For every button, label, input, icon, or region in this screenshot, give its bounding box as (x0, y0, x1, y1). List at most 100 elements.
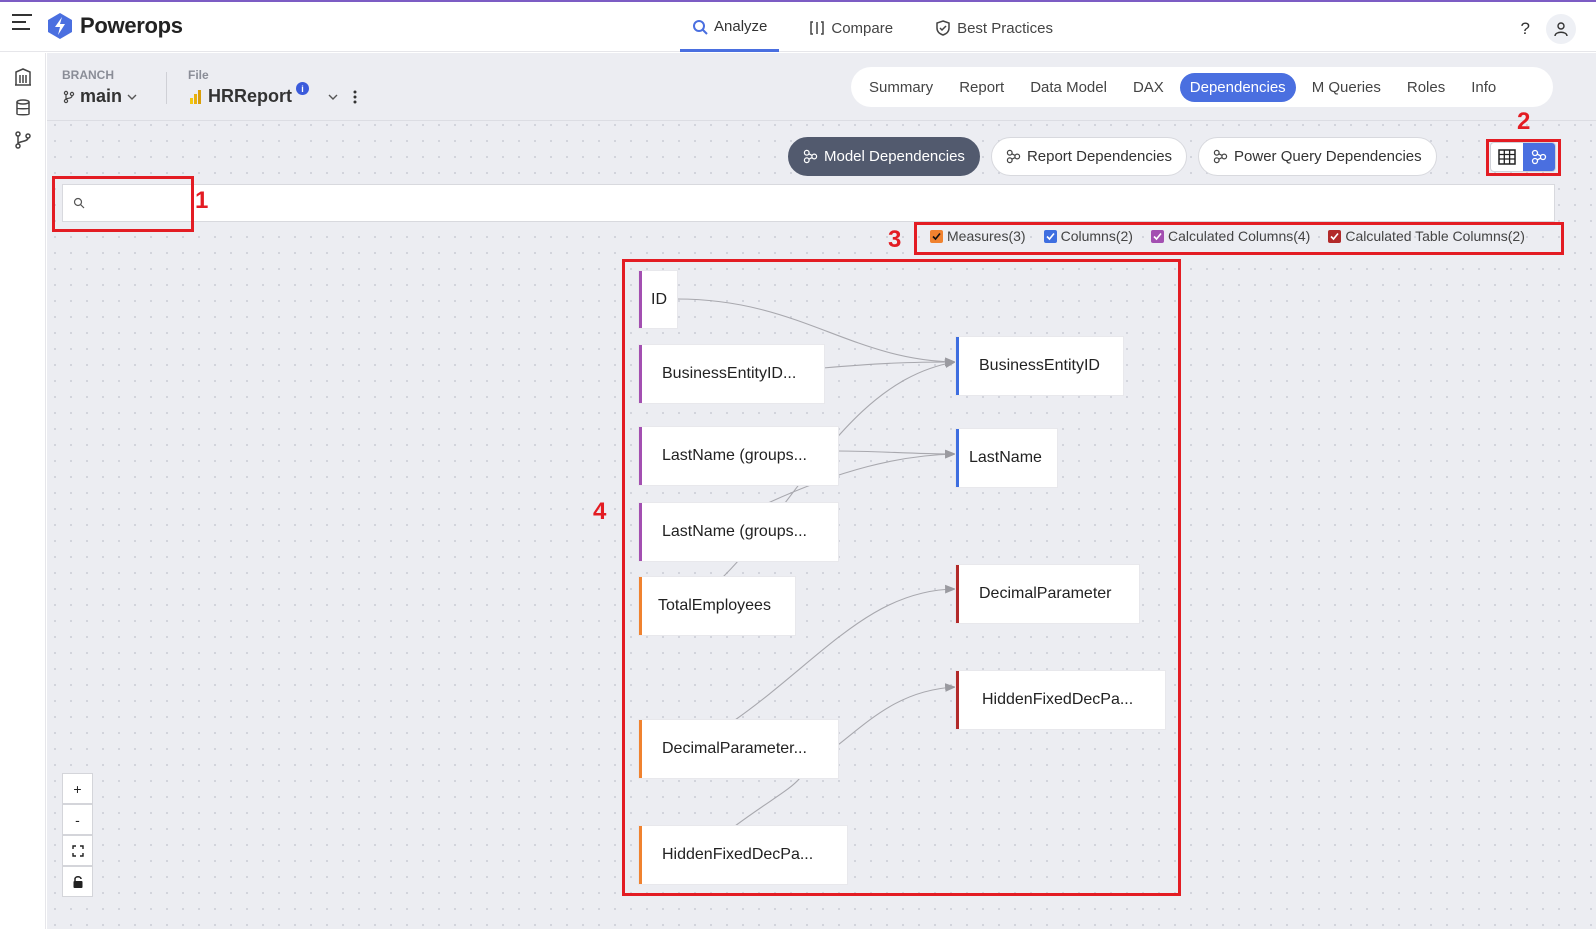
node-businessentityid-source[interactable]: BusinessEntityID... (639, 345, 824, 403)
annotation-number-4: 4 (593, 498, 607, 525)
zoom-out-button[interactable]: - (62, 804, 93, 835)
check-icon (1330, 232, 1339, 240)
filter-calculated-table-columns[interactable]: Calculated Table Columns(2) (1328, 228, 1525, 244)
zoom-in-button[interactable]: + (62, 773, 93, 804)
top-accent-line (0, 0, 1596, 2)
power-query-dependencies-label: Power Query Dependencies (1234, 148, 1422, 165)
app-logo[interactable]: Powerops (46, 12, 183, 40)
menu-icon[interactable] (12, 14, 32, 34)
report-dependencies-label: Report Dependencies (1026, 148, 1173, 165)
tab-analyze[interactable]: Analyze (680, 4, 780, 52)
analysis-subtabs: Summary Report Data Model DAX Dependenci… (851, 67, 1553, 107)
chevron-down-icon (127, 94, 137, 100)
model-dependencies-label: Model Dependencies (824, 148, 965, 165)
user-avatar[interactable] (1546, 14, 1576, 44)
user-icon (1554, 22, 1568, 37)
zoom-controls: + - (62, 773, 93, 897)
database-icon[interactable] (13, 98, 33, 118)
table-view-button[interactable] (1491, 143, 1523, 171)
top-bar: Powerops Analyze Compare Best Practices … (0, 2, 1596, 52)
filter-calculated-columns[interactable]: Calculated Columns(4) (1150, 228, 1310, 244)
powerbi-file-icon (190, 89, 201, 104)
branch-icon[interactable] (13, 130, 33, 150)
node-lastname-groups-2[interactable]: LastName (groups... (639, 503, 838, 561)
branch-selector[interactable]: BRANCH main (62, 68, 138, 107)
info-icon[interactable]: i (296, 82, 309, 95)
subtab-report[interactable]: Report (959, 78, 1005, 96)
node-lastname[interactable]: LastName (956, 429, 1057, 487)
search-icon (73, 197, 85, 209)
help-button[interactable]: ? (1520, 19, 1530, 38)
lightning-logo-icon (48, 13, 72, 39)
annotation-box-view-toggle (1486, 139, 1561, 176)
lock-button[interactable] (62, 866, 93, 897)
branch-value: main (80, 86, 123, 106)
view-mode-toggle (1490, 142, 1556, 172)
node-decimalparameter[interactable]: DecimalParameter (956, 565, 1139, 623)
node-businessentityid[interactable]: BusinessEntityID (956, 337, 1123, 395)
file-label: File (188, 68, 209, 82)
checkbox-calculated-columns[interactable] (1150, 229, 1164, 243)
table-grid-icon (1498, 149, 1516, 165)
checkbox-columns[interactable] (1043, 229, 1057, 243)
top-right-controls: ? (1521, 14, 1576, 44)
check-icon (1153, 232, 1162, 240)
compare-icon (810, 21, 825, 35)
tab-best-practices[interactable]: Best Practices (923, 4, 1065, 52)
node-decimalparameter-source[interactable]: DecimalParameter... (639, 720, 838, 778)
dependency-type-buttons: Model Dependencies Report Dependencies P… (788, 137, 1437, 176)
report-dependencies-button[interactable]: Report Dependencies (990, 137, 1188, 176)
more-vertical-icon[interactable] (349, 89, 361, 105)
git-branch-icon (63, 90, 75, 103)
chevron-down-icon[interactable] (327, 91, 339, 103)
filter-columns[interactable]: Columns(2) (1043, 228, 1133, 244)
app-name: Powerops (80, 13, 183, 38)
left-rail (0, 53, 46, 929)
tab-compare[interactable]: Compare (797, 4, 905, 52)
file-selector[interactable]: File HRReport i (188, 68, 361, 107)
filter-measures[interactable]: Measures(3) (930, 228, 1026, 244)
node-hiddenfixeddecpa[interactable]: HiddenFixedDecPa... (956, 671, 1165, 729)
annotation-number-3: 3 (888, 226, 902, 253)
graph-view-button[interactable] (1523, 143, 1555, 171)
branch-label: BRANCH (62, 68, 114, 82)
tab-compare-label: Compare (831, 19, 894, 37)
graph-nodes-icon (1531, 149, 1547, 165)
subtab-data-model[interactable]: Data Model (1030, 78, 1107, 96)
shield-check-icon (936, 20, 950, 36)
subtab-dax[interactable]: DAX (1132, 78, 1164, 96)
tab-best-practices-label: Best Practices (957, 19, 1053, 37)
filter-measures-label: Measures(3) (947, 228, 1026, 244)
node-id[interactable]: ID (639, 271, 677, 328)
type-filters: Measures(3) Columns(2) Calculated Column… (930, 228, 1525, 244)
model-dependencies-button[interactable]: Model Dependencies (788, 137, 980, 176)
node-totalemployees[interactable]: TotalEmployees (639, 577, 795, 635)
check-icon (932, 232, 941, 240)
annotation-box-graph (622, 259, 1181, 896)
search-box (62, 184, 1555, 222)
search-icon (693, 19, 708, 35)
graph-nodes-icon (1006, 149, 1021, 164)
annotation-number-2: 2 (1517, 108, 1531, 135)
fit-view-button[interactable] (62, 835, 93, 866)
file-value: HRReport (208, 86, 292, 106)
search-input[interactable] (91, 191, 391, 215)
checkbox-measures[interactable] (930, 229, 943, 243)
building-icon[interactable] (13, 67, 33, 87)
lock-icon (73, 875, 82, 888)
header-divider (166, 72, 167, 104)
checkbox-calculated-table-columns[interactable] (1328, 229, 1342, 243)
subtab-info[interactable]: Info (1471, 78, 1497, 96)
annotation-number-1: 1 (195, 187, 209, 214)
fullscreen-icon (71, 844, 84, 857)
subtab-m-queries[interactable]: M Queries (1311, 78, 1381, 96)
subtab-roles[interactable]: Roles (1406, 78, 1446, 96)
annotation-box-filters (914, 222, 1564, 255)
subtab-dependencies[interactable]: Dependencies (1179, 72, 1296, 102)
tab-analyze-label: Analyze (714, 18, 768, 35)
node-lastname-groups-1[interactable]: LastName (groups... (639, 427, 838, 485)
filter-calculated-table-columns-label: Calculated Table Columns(2) (1345, 228, 1525, 244)
subtab-summary[interactable]: Summary (869, 78, 934, 96)
power-query-dependencies-button[interactable]: Power Query Dependencies (1198, 137, 1437, 176)
node-hiddenfixeddecpa-source[interactable]: HiddenFixedDecPa... (639, 826, 847, 884)
